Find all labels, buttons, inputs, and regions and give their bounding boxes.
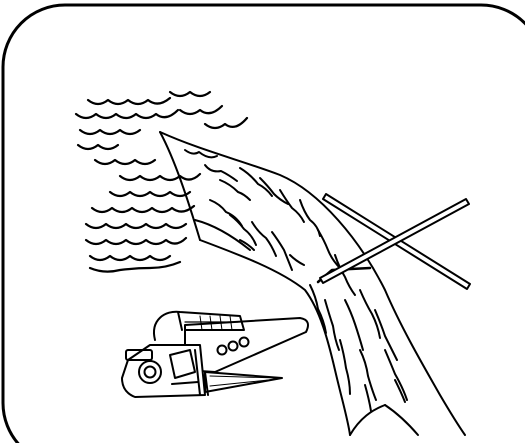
chainsaw-icon <box>122 312 308 397</box>
prohibition-cross-icon <box>320 194 470 289</box>
foliage-icon <box>76 92 247 272</box>
